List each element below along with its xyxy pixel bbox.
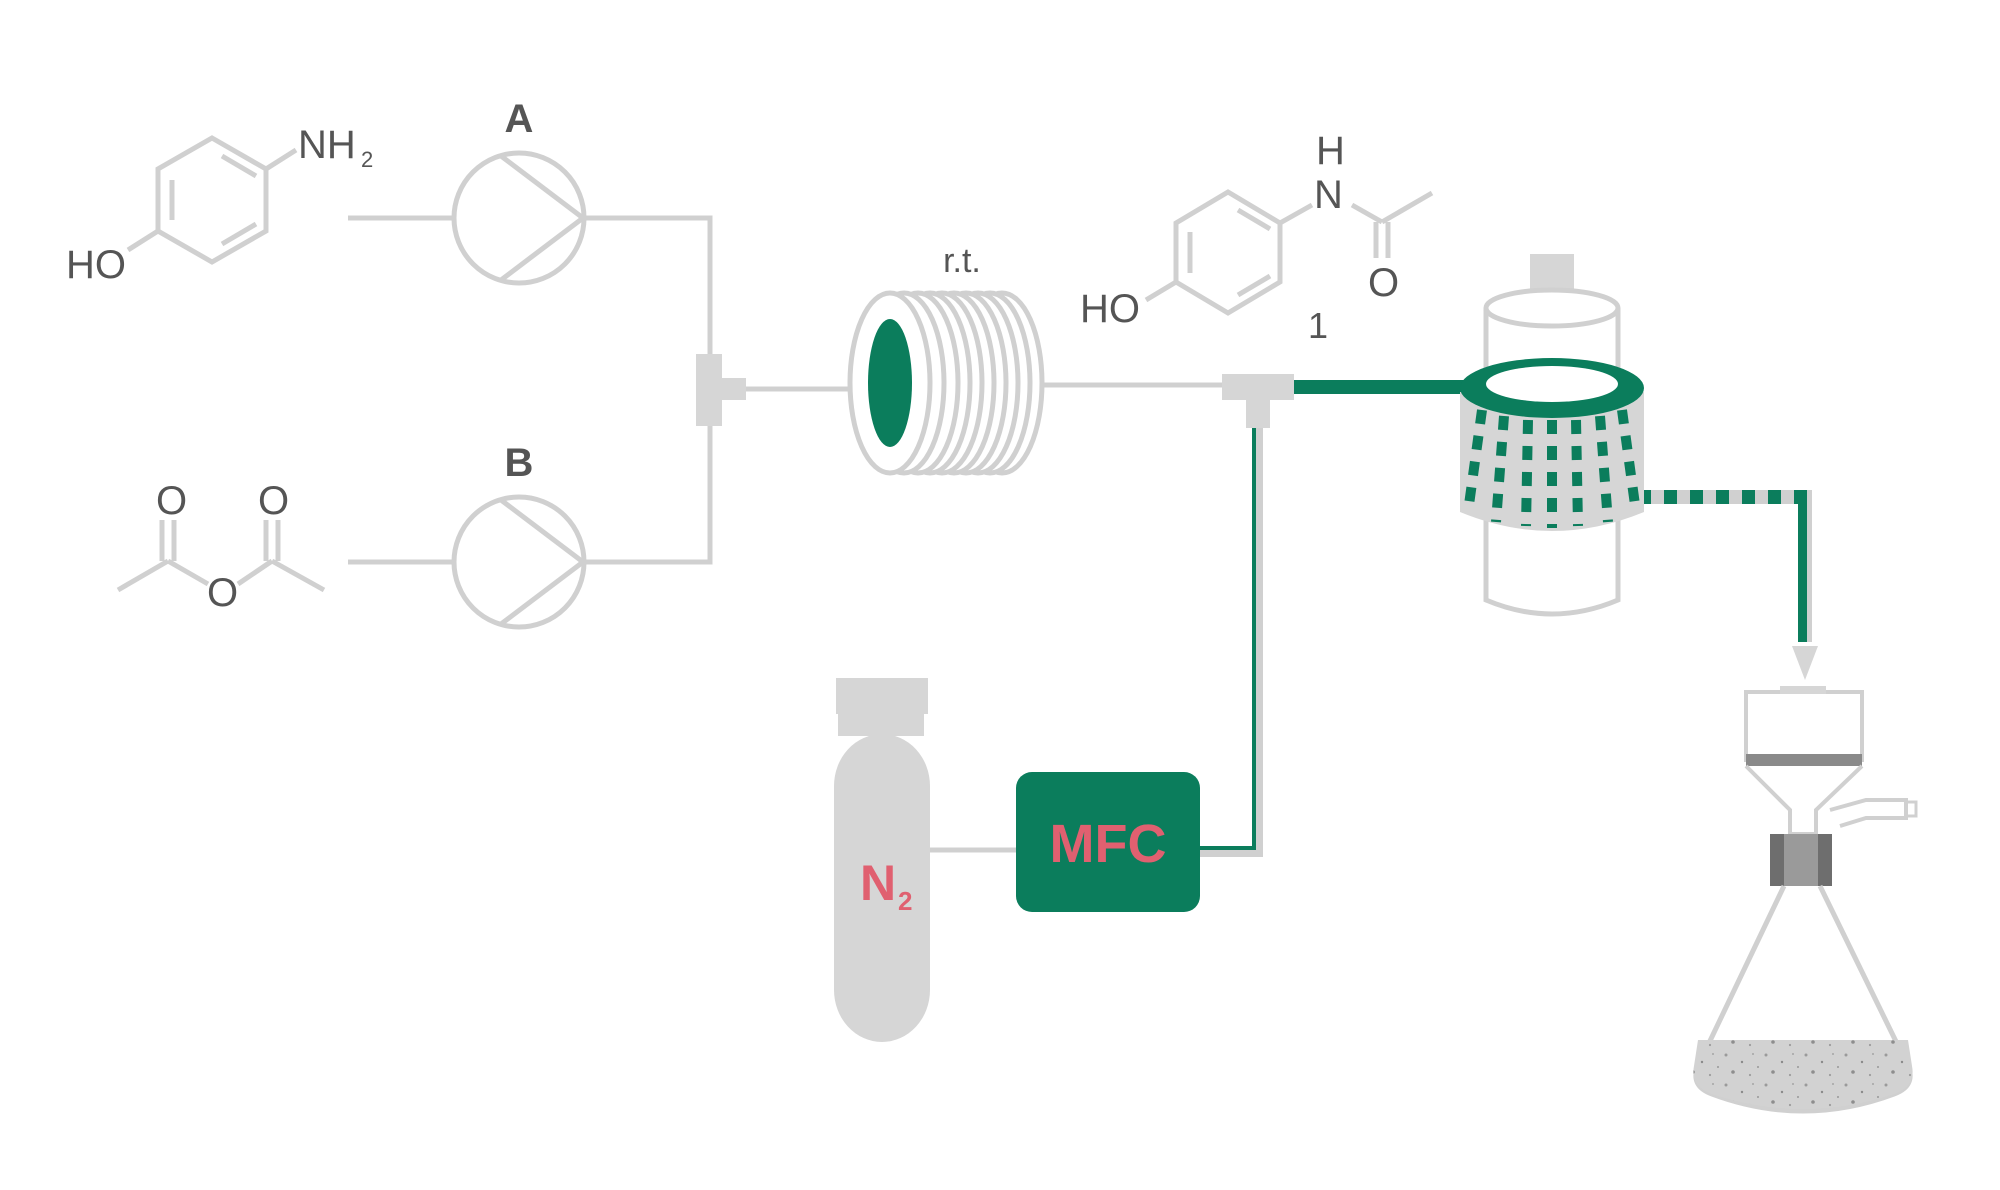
product-nitrogen: N xyxy=(1314,173,1343,217)
compound-number: 1 xyxy=(1308,305,1328,346)
nitrogen-line xyxy=(1200,428,1263,857)
gas-cylinder-subscript: 2 xyxy=(898,886,912,916)
spray-dryer-icon xyxy=(1460,254,1644,617)
filtration-flask-icon xyxy=(1693,686,1918,1114)
pump-b-label: B xyxy=(505,441,534,485)
product-structure: H N O HO 1 xyxy=(1080,129,1434,346)
tee-mixer-icon xyxy=(1222,374,1294,428)
amine-subscript: 2 xyxy=(361,147,373,172)
bridge-oxygen: O xyxy=(207,571,238,615)
gas-cylinder-icon xyxy=(834,678,930,1042)
pump-a: A xyxy=(451,97,587,286)
pump-icon xyxy=(451,150,587,286)
product-nh-hydrogen: H xyxy=(1316,129,1345,173)
mfc-box xyxy=(1016,772,1200,912)
reagent-aminophenol: NH 2 HO xyxy=(66,123,373,287)
coil-temperature-label: r.t. xyxy=(943,242,981,280)
carbonyl-oxygen-2: O xyxy=(258,479,289,523)
tee-mixer-icon xyxy=(696,354,746,426)
amine-label: NH xyxy=(298,123,356,167)
product-transfer-line xyxy=(1644,490,1818,680)
arrow-down-icon xyxy=(1792,646,1818,680)
pump-a-label: A xyxy=(505,97,534,141)
pump-b: B xyxy=(451,441,587,630)
product-carbonyl-oxygen: O xyxy=(1368,261,1399,305)
hydroxyl-label: HO xyxy=(66,243,126,287)
gas-cylinder-label: N xyxy=(860,855,896,911)
product-hydroxyl-label: HO xyxy=(1080,287,1140,331)
carbonyl-oxygen-1: O xyxy=(156,479,187,523)
coil-reactor-icon xyxy=(847,290,1045,476)
reagent-acetic-anhydride: O O O xyxy=(116,479,326,615)
mfc-label: MFC xyxy=(1050,814,1167,874)
pump-icon xyxy=(451,494,587,630)
